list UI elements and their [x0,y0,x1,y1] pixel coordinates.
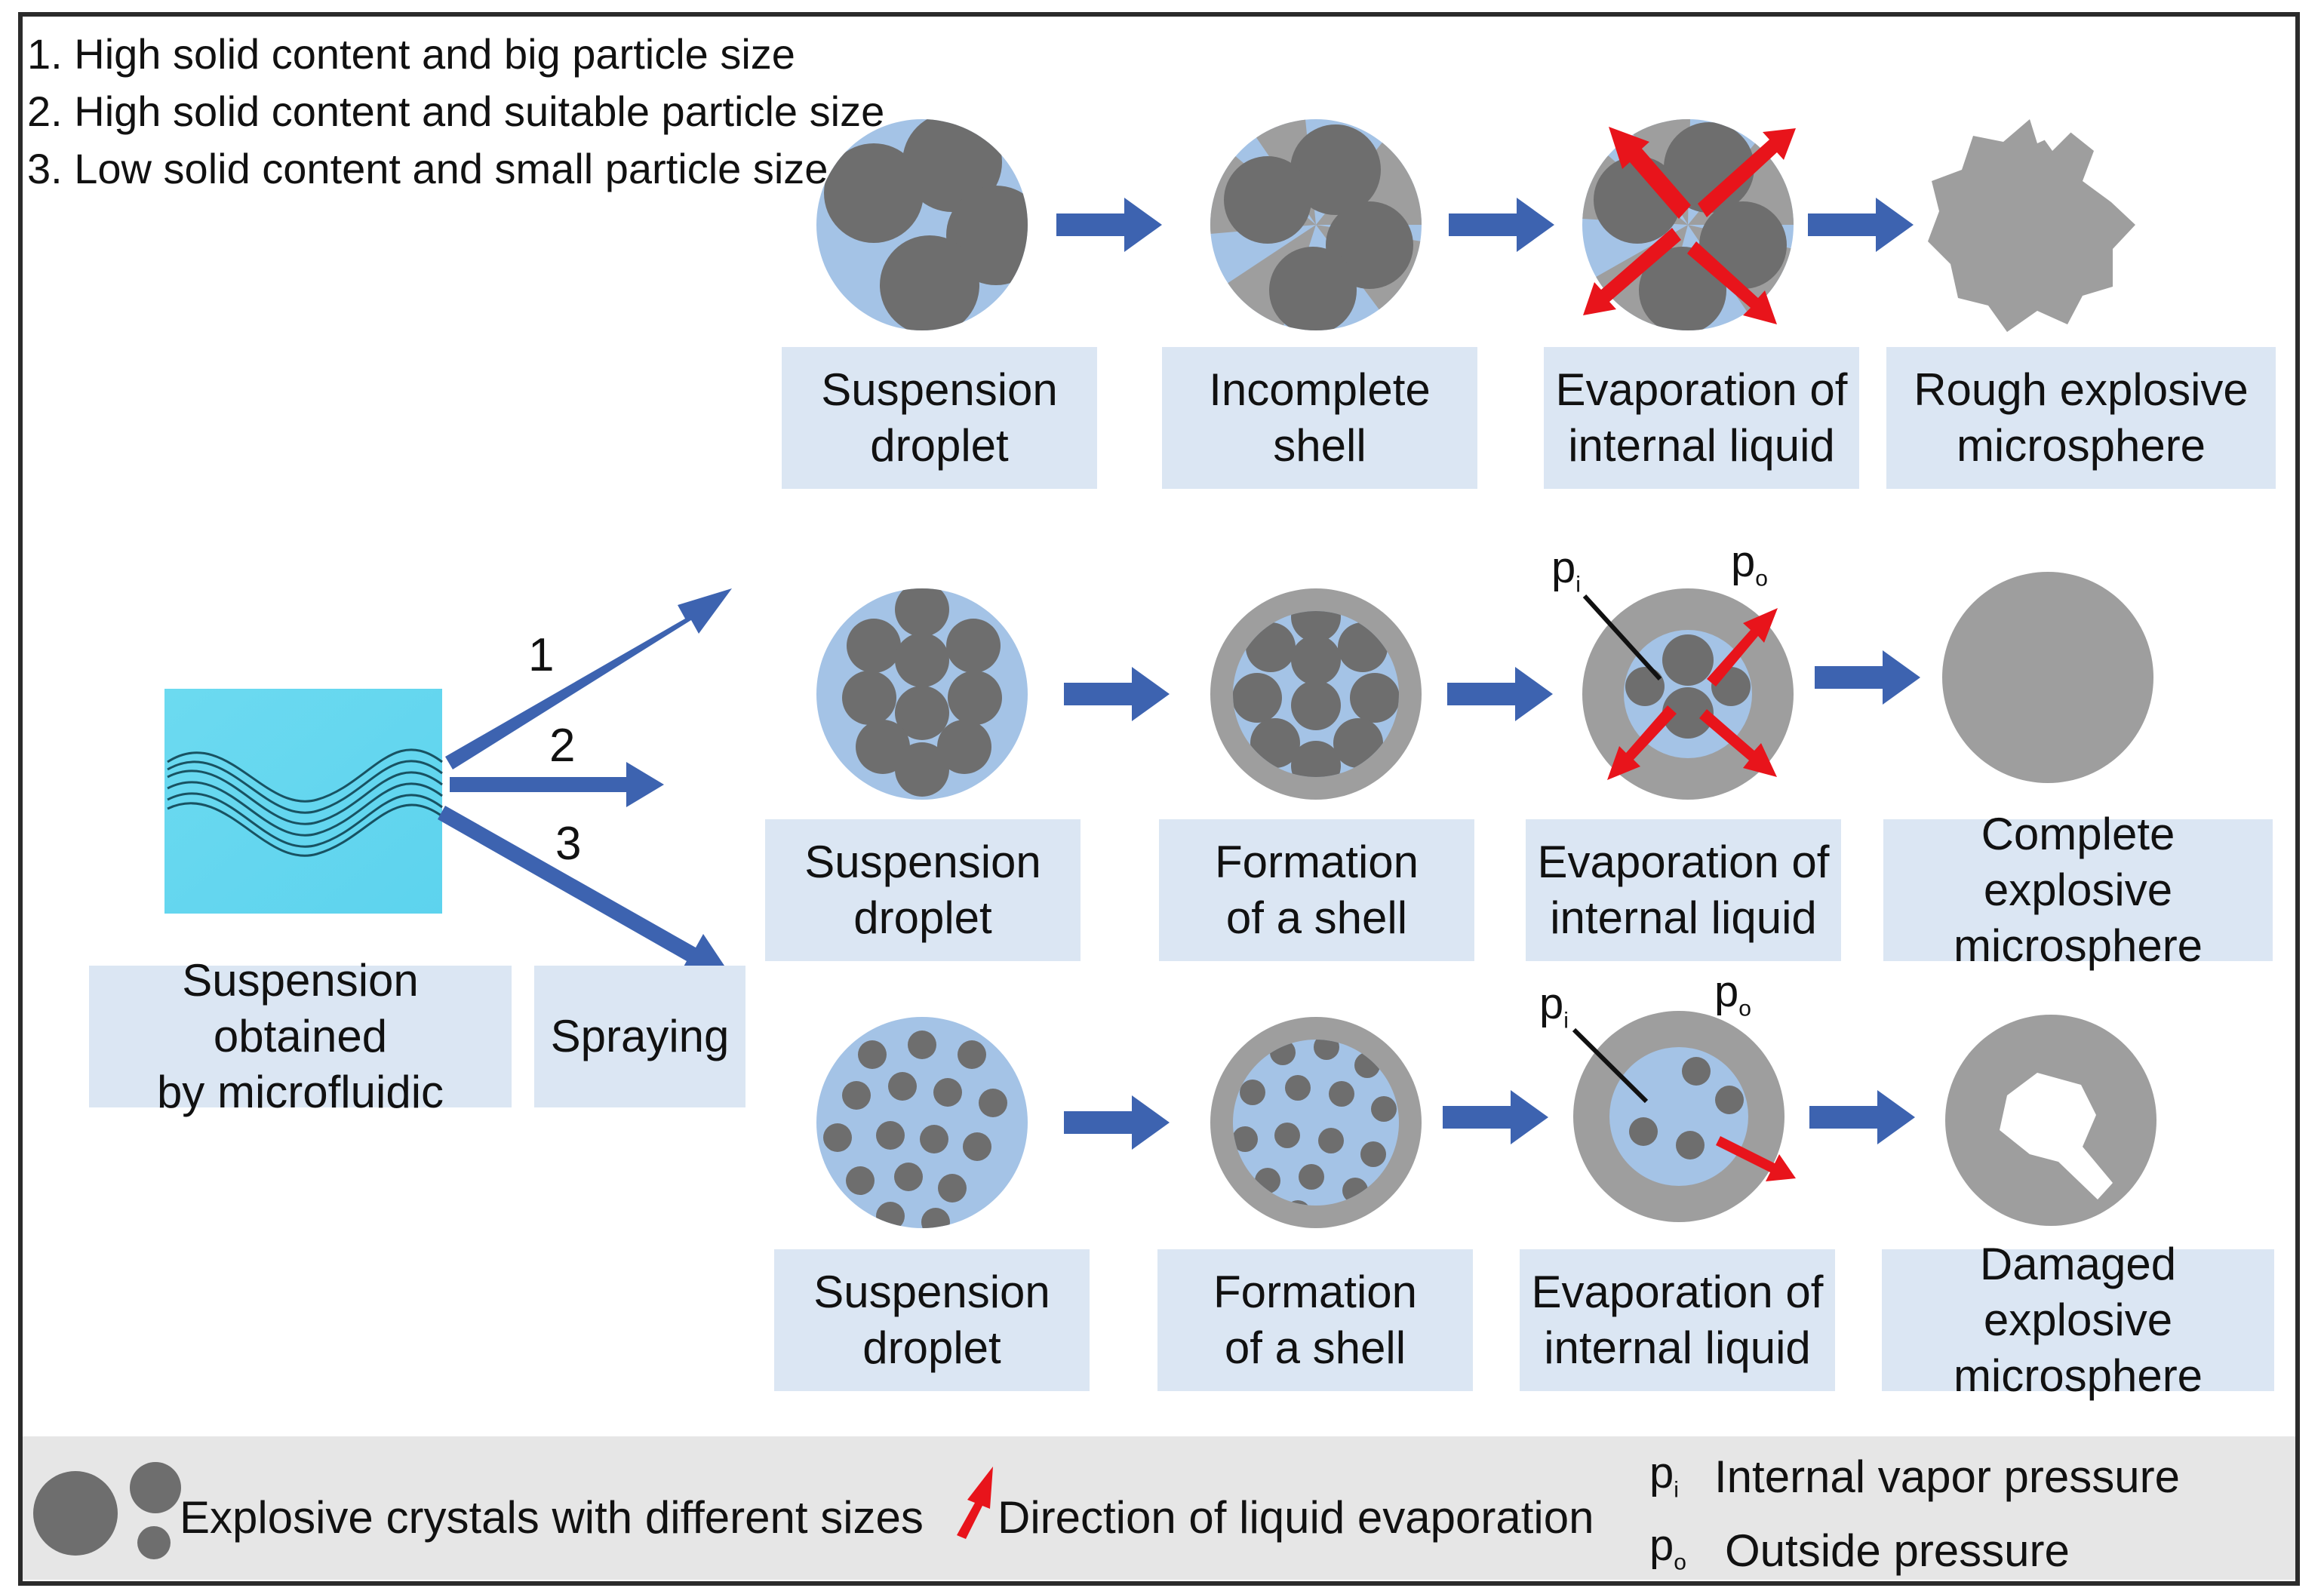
row1-evaporation [1582,119,1796,330]
path-number-1: 1 [528,629,555,681]
row1-evap-arrows [1583,127,1796,324]
path-3-arrow [438,806,733,979]
row1-incomplete-shell [1210,119,1422,330]
spray-arrows [438,588,733,979]
row-2 [816,572,2153,800]
row1-rough-microsphere [1928,113,2135,332]
row3-step-arrow-2 [1443,1090,1548,1144]
row2-label-3: Evaporation of internal liquid [1526,819,1841,961]
row-1 [816,113,2135,332]
key-crystals-text: Explosive crystals with different sizes [180,1492,924,1543]
suspension-obtained-label: Suspension obtained by microfluidic [89,955,512,1117]
path-2-arrow [450,762,664,807]
row2-formation-of-shell [1210,588,1422,800]
row-3 [816,1011,2156,1228]
row1-label-2: Incomplete shell [1162,347,1477,489]
row1-step-arrow-1 [1056,198,1162,252]
key-crystals-icon [33,1462,181,1559]
condition-1: 1. High solid content and big particle s… [27,30,795,78]
row2-label-2: Formation of a shell [1159,819,1474,961]
row2-label-4: Complete explosive microsphere [1883,809,2273,971]
path-number-3: 3 [555,818,582,870]
row1-label-4: Rough explosive microsphere [1886,347,2276,489]
row3-label-2: Formation of a shell [1157,1249,1473,1391]
row1-suspension-droplet [816,119,1028,330]
path-number-2: 2 [549,720,576,772]
spraying-label: Spraying [534,966,745,1107]
condition-2: 2. High solid content and suitable parti… [27,88,885,135]
key-evaporation-text: Direction of liquid evaporation [998,1492,1594,1543]
row1-label-1: Suspension droplet [782,347,1097,489]
row1-step-arrow-2 [1449,198,1554,252]
row2-suspension-droplet [816,588,1028,800]
row1-label-3: Evaporation of internal liquid [1544,347,1859,489]
key-po-text: Outside pressure [1725,1525,2070,1576]
row3-suspension-droplet [816,1017,1028,1228]
row3-formation-of-shell [1210,1017,1422,1228]
path-1-arrow [445,588,732,769]
row3-po-label: po [1714,967,1751,1021]
key-pi-symbol: pi [1649,1448,1679,1503]
key-pi-text: Internal vapor pressure [1714,1451,2180,1502]
row2-step-arrow-1 [1064,667,1170,721]
row3-pi-label: pi [1539,979,1569,1034]
row3-label-1: Suspension droplet [774,1249,1090,1391]
microfluidic-image [164,689,443,914]
row2-step-arrow-3 [1815,650,1920,705]
row2-complete-microsphere [1942,572,2153,783]
row2-pi-label: pi [1551,543,1581,597]
row2-evaporation [1582,588,1794,800]
row2-po-label: po [1731,537,1768,591]
row3-label-3: Evaporation of internal liquid [1520,1249,1835,1391]
key-bar [23,1436,2295,1580]
row3-damaged-microsphere [1945,1015,2156,1226]
row3-evaporation [1572,1011,1796,1222]
key-po-symbol: po [1649,1521,1686,1575]
row3-step-arrow-3 [1809,1090,1915,1144]
condition-3: 3. Low solid content and small particle … [27,145,828,192]
row2-label-1: Suspension droplet [765,819,1081,961]
row2-step-arrow-2 [1447,667,1553,721]
key-red-arrow-icon [957,1467,993,1539]
row3-step-arrow-1 [1064,1095,1170,1150]
row3-label-4: Damaged explosive microsphere [1882,1239,2274,1401]
row1-step-arrow-3 [1808,198,1914,252]
